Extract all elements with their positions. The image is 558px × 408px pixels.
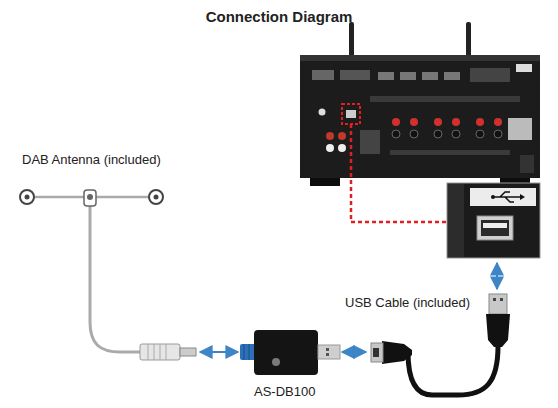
speaker-terminal [494,118,502,126]
zoom-panel [447,183,540,258]
diagram-title: Connection Diagram [0,8,558,25]
antenna-cable [90,203,140,352]
device-node: DAB Antenna (included) [12,150,198,365]
usb-plug-metal [493,298,496,301]
speaker-terminal [392,118,400,126]
usb-port [483,223,507,228]
usb-symbol [491,195,495,199]
speaker-terminal [410,118,418,126]
adapter-body [254,330,318,375]
connection-arrow [342,351,366,353]
speaker-terminal [434,118,442,126]
antenna-junction [87,194,93,200]
rca-jack [326,132,334,140]
receiver-foot [310,178,340,186]
usb-plug-metal [318,345,340,359]
rear-label [508,118,532,140]
device-node: AS-DB100 [240,328,340,400]
rear-port [340,70,370,80]
power-inlet [520,155,534,173]
usb-symbol [493,192,520,202]
rear-port [444,72,460,80]
rear-port [360,130,380,154]
receiver-top [300,55,540,61]
speaker-terminal [494,130,502,138]
receiver-body [300,55,540,178]
speaker-terminal [452,130,460,138]
rca-jack [319,109,326,116]
antenna-end [149,190,163,204]
rca-jack [338,144,346,152]
usb-socket-metal [371,343,383,362]
rca-jack [338,132,346,140]
wifi-antenna [466,22,471,58]
zoom-panel-edge [448,184,464,257]
device-node: USB Cable (included) [368,290,543,400]
usb-cable-wire [408,346,498,395]
antenna-junction [84,190,96,206]
usb-plug-metal [326,353,329,356]
wifi-antenna [349,22,354,58]
highlight-box [342,104,360,124]
port-label-plate [470,188,536,206]
speaker-terminal [410,130,418,138]
usb-socket-body [382,341,412,364]
rear-label [516,64,532,72]
usb-port [477,216,513,240]
antenna-plug [140,344,180,360]
rear-port [470,68,510,82]
rear-port [312,70,334,80]
antenna-plug-tip [180,348,196,356]
plug-arrow [496,263,498,289]
antenna-end [154,195,159,200]
connection-arrow [200,351,238,353]
speaker-terminal [476,118,484,126]
bnc-connector [244,344,249,360]
antenna-end [20,190,34,204]
usb-plug-metal [326,348,329,351]
rear-panel-strip [370,96,520,102]
usb-symbol [520,194,525,200]
device-label: AS-DB100 [254,384,315,399]
device-label: USB Cable (included) [345,295,470,310]
adapter-logo [272,358,280,366]
speaker-terminal [434,130,442,138]
usb-plug-metal [489,294,507,314]
rear-port [400,72,416,80]
speaker-terminal [392,130,400,138]
antenna-plug [148,344,166,360]
speaker-terminal [452,118,460,126]
usb-socket-metal [373,348,379,357]
antenna-end [25,195,30,200]
leader-line [351,124,447,222]
bnc-connector [240,344,256,360]
usb-plug-body [486,314,510,347]
rear-port [422,72,438,80]
usb-plug-metal [500,298,503,301]
speaker-terminal [476,130,484,138]
rca-jack [326,144,334,152]
usb-port [346,110,356,118]
rear-port [378,72,394,80]
rear-panel-strip [390,150,510,155]
usb-port [481,220,509,236]
device-label: DAB Antenna (included) [22,152,161,167]
